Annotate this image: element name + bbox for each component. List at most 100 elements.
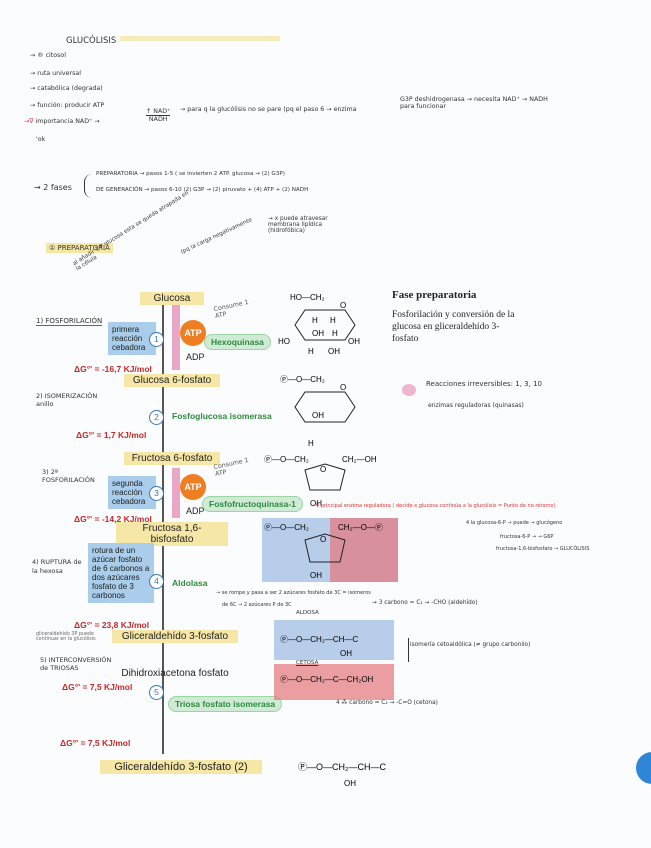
g6p-ring: Ⓟ—O—CH₂ O OH H bbox=[280, 375, 356, 448]
glucose-h2: H bbox=[330, 316, 336, 325]
dhap-struct: Ⓟ—O—CH₂—C—CH₂OH bbox=[280, 675, 374, 684]
figure-subtitle: Fosforilación y conversión de la glucosa… bbox=[392, 310, 515, 344]
alert-icon: →∇ bbox=[24, 118, 36, 125]
f6p-top: Ⓟ—O—CH₂ bbox=[264, 455, 309, 464]
dg-4: ΔG°' = 23,8 KJ/mol bbox=[74, 620, 150, 630]
ga3p-highlight bbox=[274, 620, 394, 660]
title-underline bbox=[120, 36, 280, 41]
aldosa-label: ALDOSA bbox=[296, 610, 319, 616]
glucose-oh2: OH bbox=[348, 337, 360, 346]
fbp-top: Ⓟ—O—CH₂ bbox=[264, 523, 309, 532]
phases-brace bbox=[84, 174, 93, 198]
dg-3: ΔG°' = -14,2 KJ/mol bbox=[74, 514, 152, 524]
glucose-h1: H bbox=[312, 316, 318, 325]
compound-ga3p-final: Gliceraldehído 3-fosfato (2) bbox=[100, 760, 262, 774]
f6p-right: CH₂—OH bbox=[342, 455, 377, 464]
cleave-note: → se rompe y pasa a ser 2 azúcares fosfa… bbox=[216, 590, 371, 596]
bullet-universal: → ruta universal bbox=[30, 70, 81, 77]
glucose-oh3: OH bbox=[328, 347, 340, 356]
glucose-ho: HO bbox=[278, 337, 290, 346]
glucose-o: O bbox=[340, 301, 346, 310]
adp-3: ADP bbox=[186, 506, 205, 516]
step4-label: 4) RUPTURA de la hexosa bbox=[32, 558, 82, 575]
irreversible-sub: enzimas reguladoras (quinasas) bbox=[428, 402, 524, 409]
ga3p-note: gliceraldehído 3P puede continuar en la … bbox=[36, 632, 96, 642]
step2-label: 2) ISOMERIZACIÓN anillo bbox=[36, 392, 98, 408]
nad-fraction: ↑ NAD⁺ NADH bbox=[146, 108, 171, 123]
regulatory-note: → ∇ principal enzima reguladora ( decide… bbox=[310, 503, 556, 509]
g3p-arrow: → NADH bbox=[522, 96, 548, 103]
glucose-oh1: OH bbox=[312, 329, 324, 338]
nad-bottom: NADH bbox=[146, 115, 171, 123]
pfk-note1: 4 la glucosa-6-P → puede → glucógeno bbox=[466, 520, 563, 526]
pfk-note2: fructosa-6-P → → G6P bbox=[500, 534, 554, 540]
ga3p-oh: OH bbox=[340, 649, 352, 658]
enzyme-aldolasa: Aldolasa bbox=[172, 578, 208, 588]
prep-heading: ① PREPARATORIA bbox=[46, 243, 113, 253]
phase2: DE GENERACIÓN → pasos 6-10 (2) G3P → (2)… bbox=[96, 187, 309, 193]
dg-1: ΔG°' = -16,7 KJ/mol bbox=[74, 364, 152, 374]
phase1: PREPARATORIA → pasos 1-5 ( se invierten … bbox=[96, 171, 285, 177]
notes-title: GLUCÓLISIS bbox=[66, 36, 116, 46]
step5-label: 5) INTERCONVERSIÓN de TRIOSAS bbox=[40, 656, 112, 672]
compound-g6p: Glucosa 6-fosfato bbox=[124, 374, 220, 387]
fbp-ring: Ⓟ—O—CH₂ CH₂—O—Ⓟ O OH bbox=[264, 523, 383, 580]
g6p-top: Ⓟ—O—CH₂ bbox=[280, 375, 325, 384]
glucose-h4: H bbox=[308, 347, 314, 356]
pink-bar-1 bbox=[172, 304, 180, 370]
compound-ga3p: Gliceraldehído 3-fosfato bbox=[112, 630, 238, 643]
g6p-h: H bbox=[308, 439, 314, 448]
step3-label: 3) 2ª FOSFORILACIÓN bbox=[42, 468, 95, 484]
irreversible-note: Reacciones irreversibles: 1, 3, 10 bbox=[426, 380, 542, 388]
pink-bar-3 bbox=[172, 468, 180, 518]
ketone-note: 4 ⁂ carbono = C₂ → -C=O (cetona) bbox=[336, 700, 438, 706]
nad-note: → para q la glucólisis no se pare (pq el… bbox=[180, 106, 357, 113]
pfk-note3: fructosa-1,6-bisfosfato → GLUCÓLISIS bbox=[496, 546, 590, 552]
compound-glucosa: Glucosa bbox=[140, 292, 204, 305]
dhap-highlight bbox=[274, 664, 394, 700]
bullet-catabolic: → catabólica (degrada) bbox=[30, 85, 103, 92]
fbp-right: CH₂—O—Ⓟ bbox=[338, 523, 383, 532]
step1-label: 1) FOSFORILACIÓN bbox=[36, 317, 103, 326]
side-note-4: rotura de un azúcar fosfato de 6 carbono… bbox=[88, 543, 154, 603]
aldehyde-note: → 3 carbono = C₁ → -CHO (aldehído) bbox=[372, 600, 478, 606]
dg-2: ΔG°' = 1,7 KJ/mol bbox=[76, 430, 147, 440]
step-5-circle: 5 bbox=[149, 685, 164, 700]
glucose-top: HO—CH₂ bbox=[290, 293, 325, 302]
glucose-h3: H bbox=[332, 329, 338, 338]
step-1-circle: 1 bbox=[149, 332, 164, 347]
figure-title: Fase preparatoria bbox=[392, 289, 477, 301]
pink-dot bbox=[402, 384, 416, 396]
atp-circle-1: ATP bbox=[180, 320, 206, 346]
dg-6: ΔG°' = 7,5 KJ/mol bbox=[60, 738, 131, 748]
phases-label: → 2 fases bbox=[34, 183, 72, 192]
isomeria-note: isomería cetoaldólica (≠ grupo carbonilo… bbox=[410, 642, 531, 648]
bullet-atp: → función: producir ATP bbox=[30, 102, 105, 109]
enzyme-pfk1: Fosfofructoquinasa-1 bbox=[202, 496, 303, 512]
step-2-circle: 2 bbox=[149, 410, 164, 425]
bullet-nad: →∇ importancia NAD⁺ → bbox=[24, 118, 100, 125]
isomeria-brace bbox=[402, 638, 409, 662]
adp-1: ADP bbox=[186, 352, 205, 362]
g6p-o: O bbox=[340, 383, 346, 392]
enzyme-hexoquinasa: Hexoquinasa bbox=[204, 334, 271, 350]
diag-note-2: (pq la carga negativamente bbox=[180, 217, 254, 256]
fbp-oh: OH bbox=[310, 571, 322, 580]
f6p-o: O bbox=[320, 465, 326, 474]
enzyme-fosfoglucosa-isomerasa: Fosfoglucosa isomerasa bbox=[172, 411, 272, 421]
side-note-1: primera reacción cebadora bbox=[108, 322, 156, 355]
diag-note-1: al añadir 1 P glucosa esta se queda atra… bbox=[72, 190, 190, 273]
g6p-oh: OH bbox=[312, 411, 324, 420]
compound-dhap: Dihidroxiacetona fosfato bbox=[121, 668, 229, 679]
step-4-circle: 4 bbox=[149, 574, 164, 589]
side-scroll-tab[interactable] bbox=[636, 752, 651, 784]
cetosa-label: CETOSA bbox=[296, 660, 319, 666]
fbp-highlight-red bbox=[330, 518, 398, 582]
dg-5: ΔG°' = 7,5 KJ/mol bbox=[62, 682, 133, 692]
atp-circle-3: ATP bbox=[180, 474, 206, 500]
enzyme-tpi: Triosa fosfato isomerasa bbox=[168, 696, 283, 712]
nad-top: ↑ NAD⁺ bbox=[146, 108, 171, 115]
side-note-3: segunda reacción cebadora bbox=[108, 476, 156, 509]
compound-f6p: Fructosa 6-fosfato bbox=[124, 452, 220, 465]
f6p-ring: Ⓟ—O—CH₂ CH₂—OH O OH bbox=[264, 455, 377, 508]
